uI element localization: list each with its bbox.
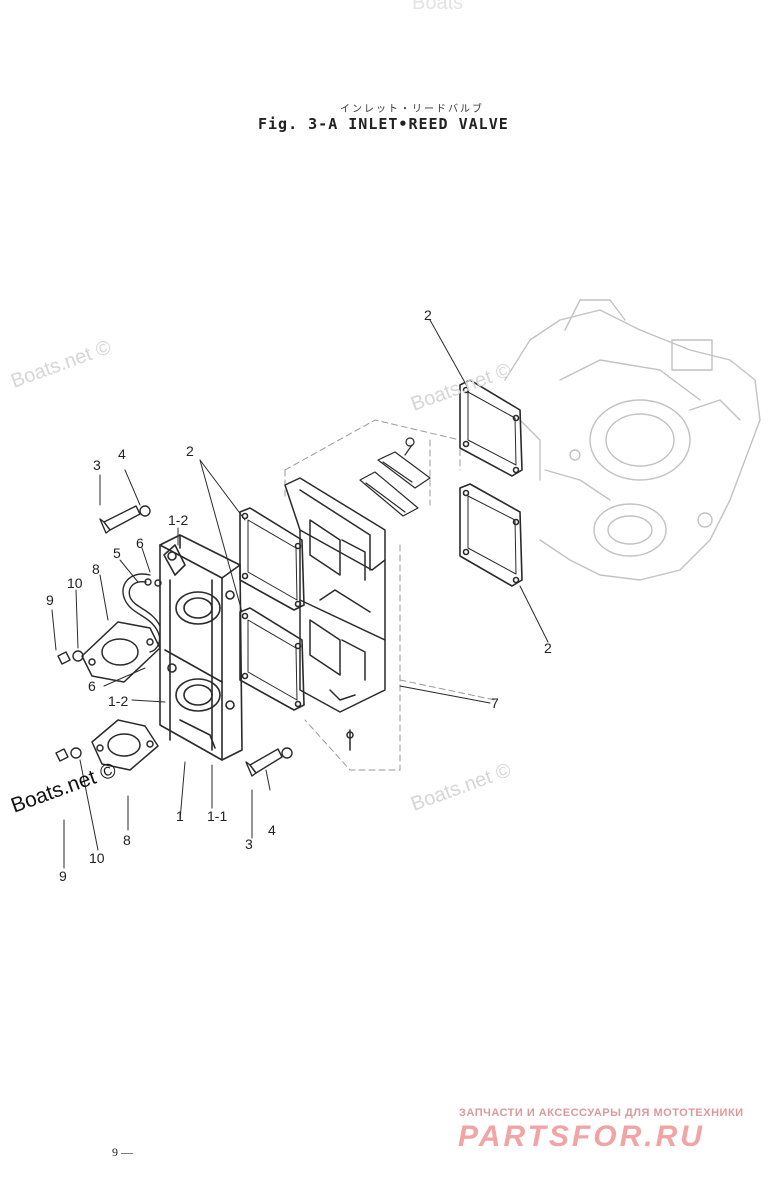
gasket-upper-right (459, 379, 523, 477)
callout-1-1: 1-1 (207, 808, 228, 824)
gasket-lower-right (459, 483, 523, 587)
callout-9-top: 9 (46, 592, 54, 608)
callout-6-top: 6 (136, 535, 144, 551)
callout-1-2-top: 1-2 (168, 512, 189, 528)
store-tagline: ЗАПЧАСТИ И АКСЕССУАРЫ ДЛЯ МОТОТЕХНИКИ (459, 1107, 744, 1119)
callout-1: 1 (176, 808, 184, 824)
callout-2-right: 2 (544, 640, 552, 656)
bolt-lower (245, 747, 293, 777)
nut-washer-upper (57, 650, 84, 665)
callout-1-2-low: 1-2 (108, 693, 129, 709)
callout-7: 7 (491, 695, 499, 711)
japanese-title: インレット・リードバルブ (340, 104, 484, 115)
watermark-boats-top: Boats (412, 0, 464, 14)
callout-4-low: 4 (268, 822, 276, 838)
nut-washer-lower (55, 747, 82, 762)
crankcase-ghost (504, 299, 761, 581)
inlet-manifold (159, 534, 243, 761)
callout-2-mid: 2 (186, 443, 194, 459)
callout-10-top: 10 (67, 575, 83, 591)
reed-petals (359, 437, 431, 517)
callout-6-low: 6 (88, 678, 96, 694)
callout-3-top: 3 (93, 457, 101, 473)
gasket-center-lower (239, 607, 305, 711)
callout-5: 5 (113, 545, 121, 561)
gasket-center-upper (239, 507, 305, 611)
intake-housing-outline (284, 419, 496, 771)
callout-9-low: 9 (59, 868, 67, 884)
callout-3-low: 3 (245, 836, 253, 852)
reed-valve-assembly (284, 477, 386, 751)
callout-8-top: 8 (92, 561, 100, 577)
callout-4-top: 4 (118, 446, 126, 462)
bolt-upper (99, 505, 151, 534)
store-logo: PARTSFOR.RU (458, 1120, 705, 1153)
flange-gasket-lower (91, 719, 159, 771)
callout-10-low: 10 (89, 850, 105, 866)
flange-gasket-upper (81, 621, 161, 683)
leader-lines (51, 319, 549, 869)
figure-title: Fig. 3-A INLET•REED VALVE (258, 115, 509, 133)
page-number: 9 — (112, 1145, 133, 1159)
callout-8-low: 8 (123, 832, 131, 848)
callout-2-top: 2 (424, 307, 432, 323)
